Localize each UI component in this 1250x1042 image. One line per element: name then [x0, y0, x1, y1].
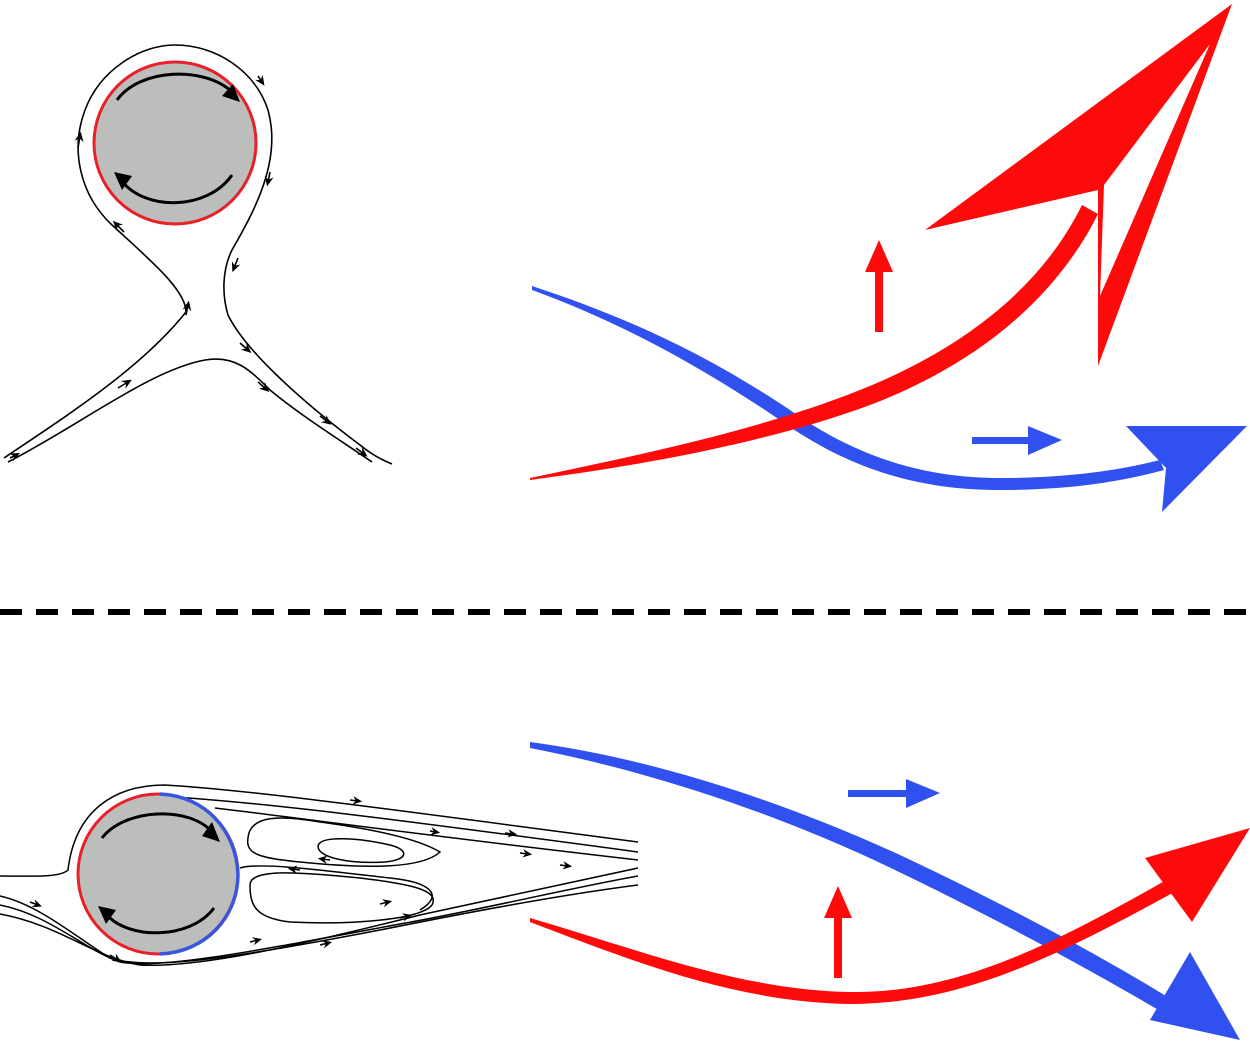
top-streamline-outflow-right: [227, 314, 393, 465]
top-rotation-arrowhead-1: [222, 84, 240, 102]
top-blue-curve: [532, 286, 1164, 490]
top-rotation-arrows: [115, 72, 234, 205]
top-panel: [3, 4, 1247, 512]
bottom-cylinder-blue-arc: [159, 792, 240, 956]
bottom-small-red-arrow: [824, 886, 852, 978]
bottom-blue-curve: [530, 742, 1180, 1018]
top-streamline-inflow-left-2: [7, 358, 271, 463]
top-rotation-arrowhead-2: [114, 172, 132, 190]
top-cylinder: [92, 60, 258, 226]
bottom-blue-arrowhead: [1150, 952, 1240, 1040]
bottom-rotation-arrows: [100, 812, 216, 935]
top-streamlines: [3, 44, 393, 465]
bottom-rotation-arrowhead-1: [202, 822, 220, 842]
bottom-rotation-arrowhead-2: [98, 906, 116, 924]
bottom-panel: [0, 742, 1250, 1040]
top-red-arrowhead: [925, 4, 1232, 366]
top-small-red-arrow: [865, 240, 893, 332]
top-small-blue-arrow: [972, 426, 1062, 455]
bottom-small-blue-arrow: [848, 779, 940, 808]
bottom-red-curve: [530, 878, 1178, 1004]
top-streamline-outflow-right-2: [269, 389, 373, 463]
top-blue-arrowhead: [1126, 426, 1247, 512]
top-red-curve: [530, 205, 1098, 480]
bottom-red-arrowhead: [1145, 828, 1250, 922]
top-streamline-loop: [77, 44, 273, 316]
top-streamline-inflow-left: [3, 311, 187, 459]
